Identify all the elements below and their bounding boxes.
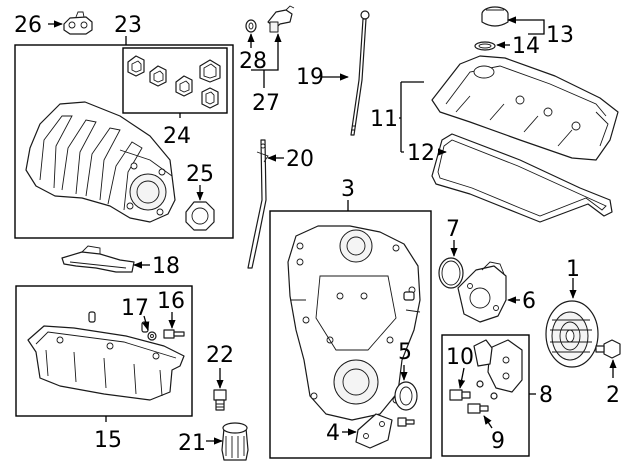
part-12-head-cover-gasket[interactable] xyxy=(431,133,613,223)
part-10-oil-control-valve[interactable] xyxy=(449,380,498,401)
callout-8: 8 xyxy=(539,383,553,408)
part-21-oil-filter[interactable] xyxy=(221,422,249,461)
callout-26: 26 xyxy=(14,13,42,38)
part-14-cap-seal[interactable] xyxy=(474,41,496,51)
callout-1: 1 xyxy=(566,257,580,282)
callout-22: 22 xyxy=(206,343,234,368)
callout-21: 21 xyxy=(178,431,206,456)
callout-4: 4 xyxy=(326,421,340,446)
callout-7: 7 xyxy=(446,217,460,242)
timing-cover-dowel xyxy=(403,291,415,301)
callout-18: 18 xyxy=(152,254,180,279)
part-27-cam-sensor[interactable] xyxy=(267,5,295,33)
part-13-oil-filler-cap[interactable] xyxy=(481,6,509,27)
part-11-cylinder-head-cover[interactable] xyxy=(431,55,619,161)
part-19-oil-dipstick[interactable] xyxy=(350,10,370,136)
callout-16: 16 xyxy=(157,289,185,314)
timing-cover-group-box xyxy=(269,210,432,459)
part-25-throttle-body-gasket[interactable] xyxy=(185,201,215,231)
part-15-oil-pan[interactable] xyxy=(27,325,185,401)
part-28-o-ring[interactable] xyxy=(245,19,257,33)
callout-3: 3 xyxy=(341,177,355,202)
part-23-intake-manifold[interactable] xyxy=(25,101,176,223)
callout-19: 19 xyxy=(296,65,324,90)
part-20-dipstick-tube[interactable] xyxy=(247,139,269,269)
callout-23: 23 xyxy=(114,13,142,38)
part-2-pulley-bolt[interactable] xyxy=(595,339,621,359)
callout-24: 24 xyxy=(163,124,191,149)
part-9-pressure-switch[interactable] xyxy=(467,403,489,414)
part-6-vtc-actuator[interactable] xyxy=(457,261,507,323)
callout-13: 13 xyxy=(546,23,574,48)
callout-12: 12 xyxy=(407,141,435,166)
callout-2: 2 xyxy=(606,383,620,408)
leader-lines xyxy=(48,16,617,445)
callout-10: 10 xyxy=(446,345,474,370)
callout-15: 15 xyxy=(94,428,122,453)
part-24-manifold-gaskets[interactable] xyxy=(127,55,221,109)
callout-6: 6 xyxy=(522,289,536,314)
vtc-solenoid-group-box xyxy=(441,334,530,457)
manifold-gasket-set-box xyxy=(122,47,228,114)
callout-28: 28 xyxy=(239,49,267,74)
part-5-crank-oil-seal[interactable] xyxy=(394,381,418,411)
callout-11: 11 xyxy=(370,107,398,132)
callout-numbers: 26 23 28 27 24 25 19 20 3 11 12 13 14 7 … xyxy=(14,13,620,456)
part-3-timing-chain-cover[interactable] xyxy=(287,225,421,421)
part-8-vtc-solenoid-assembly[interactable] xyxy=(473,339,523,393)
part-18-baffle-plate[interactable] xyxy=(61,245,135,273)
callout-17: 17 xyxy=(121,296,149,321)
callout-14: 14 xyxy=(512,34,540,59)
part-17-washer[interactable] xyxy=(147,331,157,341)
callout-5: 5 xyxy=(398,340,412,365)
callout-20: 20 xyxy=(286,147,314,172)
part-26-sensor[interactable] xyxy=(63,11,93,35)
part-16-drain-bolt[interactable] xyxy=(163,329,185,339)
callout-27: 27 xyxy=(252,91,280,116)
part-4-cover-plate[interactable] xyxy=(355,413,393,449)
cover-plate-bolt xyxy=(397,417,415,427)
callout-25: 25 xyxy=(186,162,214,187)
part-1-crankshaft-pulley[interactable] xyxy=(545,300,599,368)
part-7-o-ring[interactable] xyxy=(438,257,464,289)
oil-pan-group-box xyxy=(15,285,193,417)
part-22-oil-pressure-switch[interactable] xyxy=(213,389,227,411)
callout-9: 9 xyxy=(491,429,505,454)
intake-manifold-group-box xyxy=(14,44,234,239)
